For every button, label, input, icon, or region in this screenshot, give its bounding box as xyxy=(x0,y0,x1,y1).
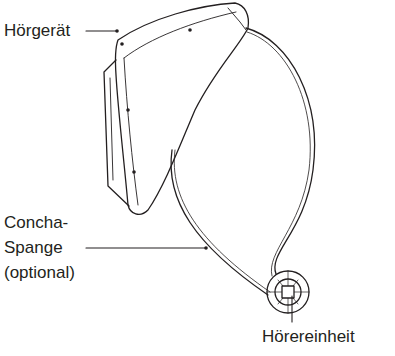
marker-dot xyxy=(126,108,130,112)
device-body xyxy=(115,3,248,214)
body-seam xyxy=(124,58,138,205)
receiver-dome xyxy=(267,271,309,313)
nozzle xyxy=(228,8,246,30)
leader-line xyxy=(86,247,206,248)
receiver-wire xyxy=(247,32,310,276)
side-plate-edge xyxy=(110,78,113,180)
leader-line xyxy=(291,296,292,322)
marker-dot xyxy=(132,170,136,174)
concha-lock xyxy=(174,150,270,292)
leader-dot xyxy=(115,29,119,33)
concha-lock xyxy=(171,150,268,295)
body-seam xyxy=(124,12,236,58)
part-label: Concha- Spange (optional) xyxy=(4,210,84,285)
part-label: Hörgerät xyxy=(4,18,86,43)
leader-dot xyxy=(204,246,208,250)
leader-line xyxy=(86,30,117,31)
part-label: Hörereinheit xyxy=(262,324,390,349)
receiver-dome-ribs xyxy=(267,271,309,313)
marker-dot xyxy=(188,28,192,32)
receiver-wire xyxy=(246,28,315,274)
marker-dot xyxy=(120,42,124,46)
